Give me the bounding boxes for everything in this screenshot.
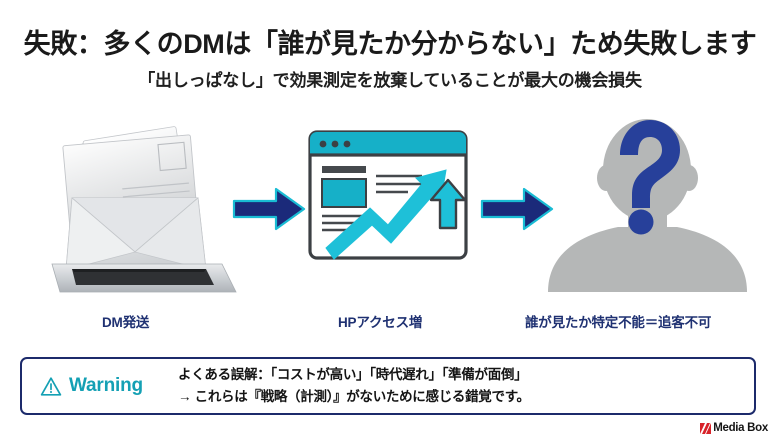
envelope-mail-slot-icon: [51, 126, 237, 293]
right-arrow-icon: [480, 187, 554, 231]
browser-dot-1: [319, 140, 327, 148]
warning-line-2: → これらは『戦略（計測）』がないために感じる錯覚です。: [178, 389, 530, 404]
flow-caption-hp: HPアクセス増: [338, 315, 423, 330]
media-box-logo-text: Media Box: [713, 422, 768, 434]
warning-text-block: よくある誤解：「コストが高い」「時代遅れ」「準備が面倒」 → これらは『戦略（計…: [174, 364, 754, 408]
browser-growth-chart-icon: [308, 130, 468, 260]
page-title: 失敗：多くのDMは「誰が見たか分からない」ため失敗します: [23, 29, 757, 59]
warning-label: Warning: [69, 375, 143, 396]
flow-stage-hp: [296, 112, 486, 292]
flow-stage-dm: [46, 112, 246, 293]
flow-diagram: [0, 112, 780, 293]
media-box-logo-mark: [700, 422, 712, 434]
question-mark-glyph: [620, 120, 680, 235]
warning-line-1: よくある誤解：「コストが高い」「時代遅れ」「準備が面倒」: [178, 367, 528, 383]
media-box-logo: Media Box: [700, 422, 768, 434]
flow-stage-unknown: [540, 112, 755, 292]
flow-caption-dm: DM発送: [102, 315, 150, 330]
right-arrow-icon: [232, 187, 306, 231]
page-subtitle: 「出しっぱなし」で効果測定を放棄していることが最大の機会損失: [138, 71, 642, 90]
unknown-person-silhouette-icon: [548, 119, 747, 292]
warning-badge: Warning: [22, 375, 174, 397]
browser-dot-3: [343, 140, 351, 148]
browser-dot-2: [331, 140, 339, 148]
flow-caption-unknown: 誰が見たか特定不能＝追客不可: [525, 315, 712, 330]
flow-arrow-2: [480, 186, 554, 232]
warning-triangle-icon: [40, 376, 62, 396]
flow-arrow-1: [232, 186, 306, 232]
warning-callout: Warning よくある誤解：「コストが高い」「時代遅れ」「準備が面倒」 → こ…: [20, 357, 756, 415]
